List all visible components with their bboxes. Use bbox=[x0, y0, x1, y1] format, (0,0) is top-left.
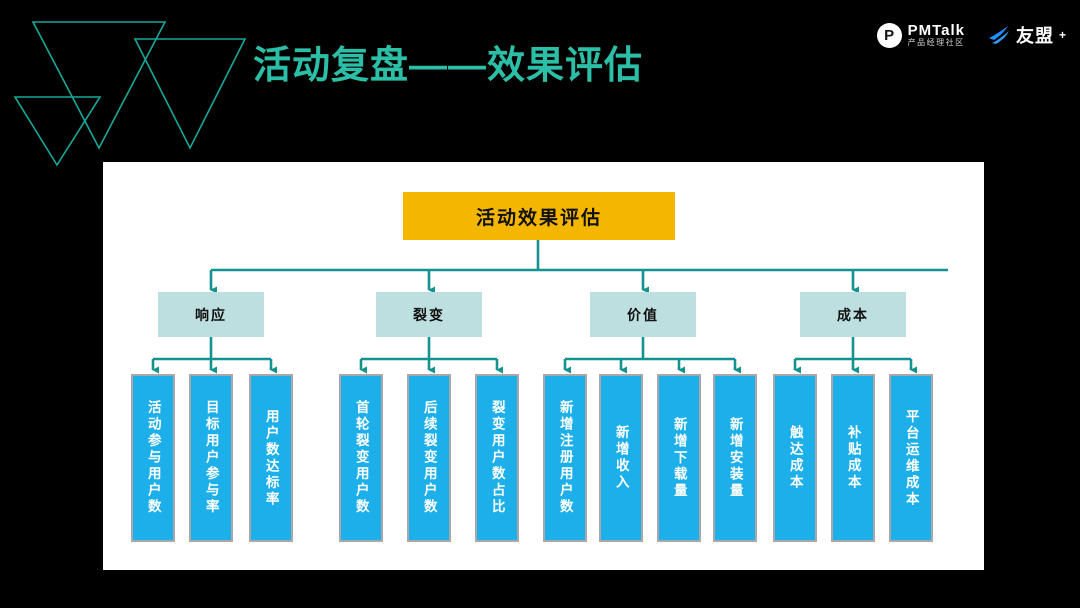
umeng-logo: 友盟 + bbox=[987, 22, 1066, 48]
node-category-value[interactable]: 价值 bbox=[590, 292, 696, 337]
node-leaf[interactable]: 新增收入 bbox=[599, 374, 643, 542]
decorative-triangles bbox=[13, 21, 247, 167]
node-leaf[interactable]: 新增安装量 bbox=[713, 374, 757, 542]
umeng-swoosh-icon bbox=[988, 26, 1009, 44]
node-category-response[interactable]: 响应 bbox=[158, 292, 264, 337]
umeng-name: 友盟 bbox=[1015, 26, 1054, 46]
umeng-plus: + bbox=[1058, 28, 1066, 42]
node-leaf[interactable]: 新增注册用户数 bbox=[543, 374, 587, 542]
node-category-fission[interactable]: 裂变 bbox=[376, 292, 482, 337]
node-leaf[interactable]: 目标用户参与率 bbox=[189, 374, 233, 542]
node-leaf[interactable]: 后续裂变用户数 bbox=[407, 374, 451, 542]
node-leaf[interactable]: 首轮裂变用户数 bbox=[339, 374, 383, 542]
node-root[interactable]: 活动效果评估 bbox=[403, 192, 675, 240]
node-leaf[interactable]: 新增下载量 bbox=[657, 374, 701, 542]
node-leaf[interactable]: 用户数达标率 bbox=[249, 374, 293, 542]
connector-lines bbox=[151, 240, 948, 374]
pmtalk-tagline: 产品经理社区 bbox=[907, 37, 965, 47]
pmtalk-mark-icon: P bbox=[876, 22, 902, 48]
logo-group: P PMTalk 产品经理社区 友盟 + bbox=[876, 22, 1066, 48]
pmtalk-wordmark: PMTalk 产品经理社区 bbox=[908, 23, 965, 47]
node-leaf[interactable]: 活动参与用户数 bbox=[131, 374, 175, 542]
node-leaf[interactable]: 触达成本 bbox=[773, 374, 817, 542]
diagram-panel: 活动效果评估 响应 裂变 价值 成本 活动参与用户数 目标用户参与率 用户数达标… bbox=[103, 162, 984, 570]
node-category-cost[interactable]: 成本 bbox=[800, 292, 906, 337]
pmtalk-name: PMTalk bbox=[907, 21, 965, 39]
node-leaf[interactable]: 平台运维成本 bbox=[889, 374, 933, 542]
node-leaf[interactable]: 裂变用户数占比 bbox=[475, 374, 519, 542]
node-leaf[interactable]: 补贴成本 bbox=[831, 374, 875, 542]
pmtalk-logo: P PMTalk 产品经理社区 bbox=[876, 22, 965, 48]
page-title: 活动复盘——效果评估 bbox=[253, 45, 644, 87]
